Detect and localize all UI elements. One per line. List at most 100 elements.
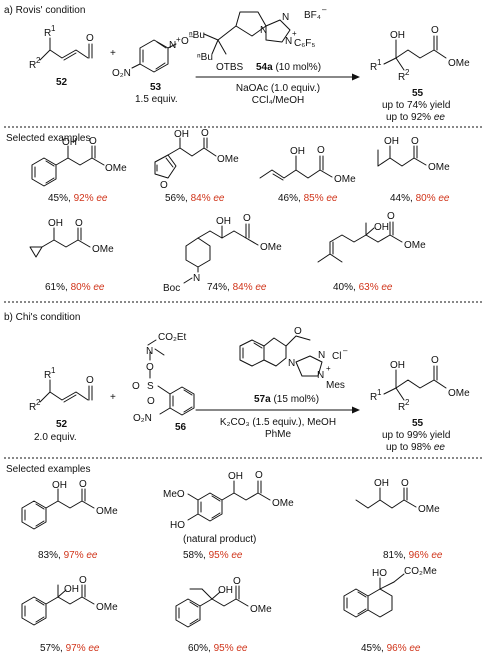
substrate-equiv-b: 2.0 equiv. [34,432,77,443]
example-a1-result: 45%, 92% ee [48,193,108,204]
reagent-nitro: O₂N [133,413,152,424]
compound-label-52b: 52 [56,419,68,430]
example-b4-ee-value: 97% [66,643,89,654]
example-b2-structure: MeO HO OH O OMe [163,470,294,531]
example-a3-result: 46%, 85% ee [278,193,338,204]
example-a3-hydroxyl: OH [290,146,305,157]
catalyst-57a-loading: (15 mol%) [271,394,319,405]
example-a5-result: 61%, 80% ee [45,282,105,293]
example-b3-carbonyl-o: O [401,478,409,489]
conditions-b-line-2: PhMe [265,429,292,440]
example-a4-ee-word: ee [438,193,450,204]
example-b2-yield: 58%, [183,550,209,561]
enal-substrate-52a: R 1 R 2 O 52 [29,24,94,88]
example-a3-ee-value: 85% [304,193,327,204]
example-a1-structure: OH O OMe [31,136,127,187]
example-a3-methoxy: OMe [334,174,356,185]
aldehyde-oxygen-b: O [86,375,94,386]
product-hydroxyl: OH [390,30,405,41]
product-b-r2-sup: 2 [405,398,410,407]
example-b5-hydroxyl: OH [218,585,233,596]
example-b2-methoxy-substituent: MeO [163,489,185,500]
example-b6-hydroxyl: HO [372,568,387,579]
compound-label-53: 53 [150,82,162,93]
example-b3-methoxy: OMe [418,504,440,515]
triazolium-charge: + [292,29,297,38]
product-b-methoxy: OMe [448,388,470,399]
catalyst-label-54a: 54a (10 mol%) [256,62,321,73]
reaction-arrow-b [195,406,360,414]
n-plus-charge: + [176,35,181,44]
r1-label: R [44,28,51,39]
example-a1-hydroxyl: OH [62,137,77,148]
product-r2-sup: 2 [405,68,410,77]
pentafluorophenyl: C₆F₅ [294,38,315,49]
r2-label: R [29,60,36,71]
example-b5-methoxy: OMe [250,604,272,615]
example-b1-result: 83%, 97% ee [38,550,98,561]
r1-label-b: R [44,370,51,381]
catalyst-57a-number: 57a [254,394,271,405]
otbs-group: OTBS [216,62,244,73]
example-b6-result: 45%, 96% ee [361,643,421,654]
product-b-carbonyl-o: O [431,355,439,366]
example-b1-hydroxyl: OH [52,480,67,491]
example-a6-methoxy: OMe [260,242,282,253]
example-a3-yield: 46%, [278,193,304,204]
sulfonyl-oxygen-1: O [132,381,140,392]
example-a5-yield: 61%, [45,282,71,293]
r2-label-b: R [29,402,36,413]
example-b4-result: 57%, 97% ee [40,643,100,654]
example-a6-boc: Boc [163,283,180,294]
example-a2-carbonyl-o: O [201,128,209,139]
catalyst-57a: O N N N + Mes Cl – [239,326,348,391]
conditions-b-line-1: K₂CO₃ (1.5 equiv.), MeOH [220,417,336,428]
example-a7-ee-value: 63% [359,282,382,293]
example-a6-carbonyl-o: O [243,213,251,224]
example-b3-structure: OH O OMe [355,478,440,515]
section-a-title: a) Rovis' condition [4,5,85,16]
n-oxide-nitrogen: N [169,40,176,51]
example-b4-carbonyl-o: O [79,575,87,586]
product-ee-b-word: ee [434,442,446,453]
example-a7-methoxy: OMe [404,240,426,251]
example-b2-hydroxyl: OH [228,471,243,482]
example-b1-methoxy: OMe [96,506,118,517]
conditions-a-line-1: NaOAc (1.0 equiv.) [236,83,320,94]
product-r1-sup: 1 [377,58,382,67]
example-a6-nitrogen: N [193,273,200,284]
reaction-arrow-a [195,73,360,81]
product-methoxy: OMe [448,58,470,69]
reagent-sulfur: S [147,381,154,392]
example-a4-ee-value: 80% [416,193,439,204]
product-b-r1-sup: 1 [377,388,382,397]
bf4-charge: – [322,5,327,14]
example-a3-structure: OH O OMe [259,145,356,185]
example-a1-ee-value: 92% [74,193,97,204]
pyridine-n-oxide-53: N + O – O₂N 53 1.5 equiv. [112,32,194,105]
example-a4-carbonyl-o: O [411,136,419,147]
product-ee-a-word: ee [434,112,446,123]
example-a2-result: 56%, 84% ee [165,193,225,204]
example-a6-ee-value: 84% [233,282,256,293]
example-a5-structure: OH O OMe [29,218,114,258]
example-a4-result: 44%, 80% ee [390,193,450,204]
example-a2-hydroxyl: OH [174,129,189,140]
example-b2-carbonyl-o: O [255,470,263,481]
example-b3-hydroxyl: OH [374,478,389,489]
example-b5-structure: OH O OMe [175,576,272,628]
aldehyde-oxygen: O [86,33,94,44]
example-b1-yield: 83%, [38,550,64,561]
catalyst-n3: N [317,370,324,381]
compound-label-55: 55 [412,88,424,99]
example-a2-ee-word: ee [213,193,225,204]
example-a4-hydroxyl: OH [384,136,399,147]
compound-label-55b: 55 [412,418,424,429]
product-55b: OH R 1 R 2 O OMe 55 [370,355,470,429]
triazole-n-top: N [282,12,289,23]
reagent-ester: CO₂Et [158,332,187,343]
example-b1-ee-word: ee [86,550,98,561]
catalyst-n-charge: + [326,364,331,373]
example-a3-ee-word: ee [326,193,338,204]
product-55a: OH R 1 R 2 O OMe 55 [370,25,470,99]
